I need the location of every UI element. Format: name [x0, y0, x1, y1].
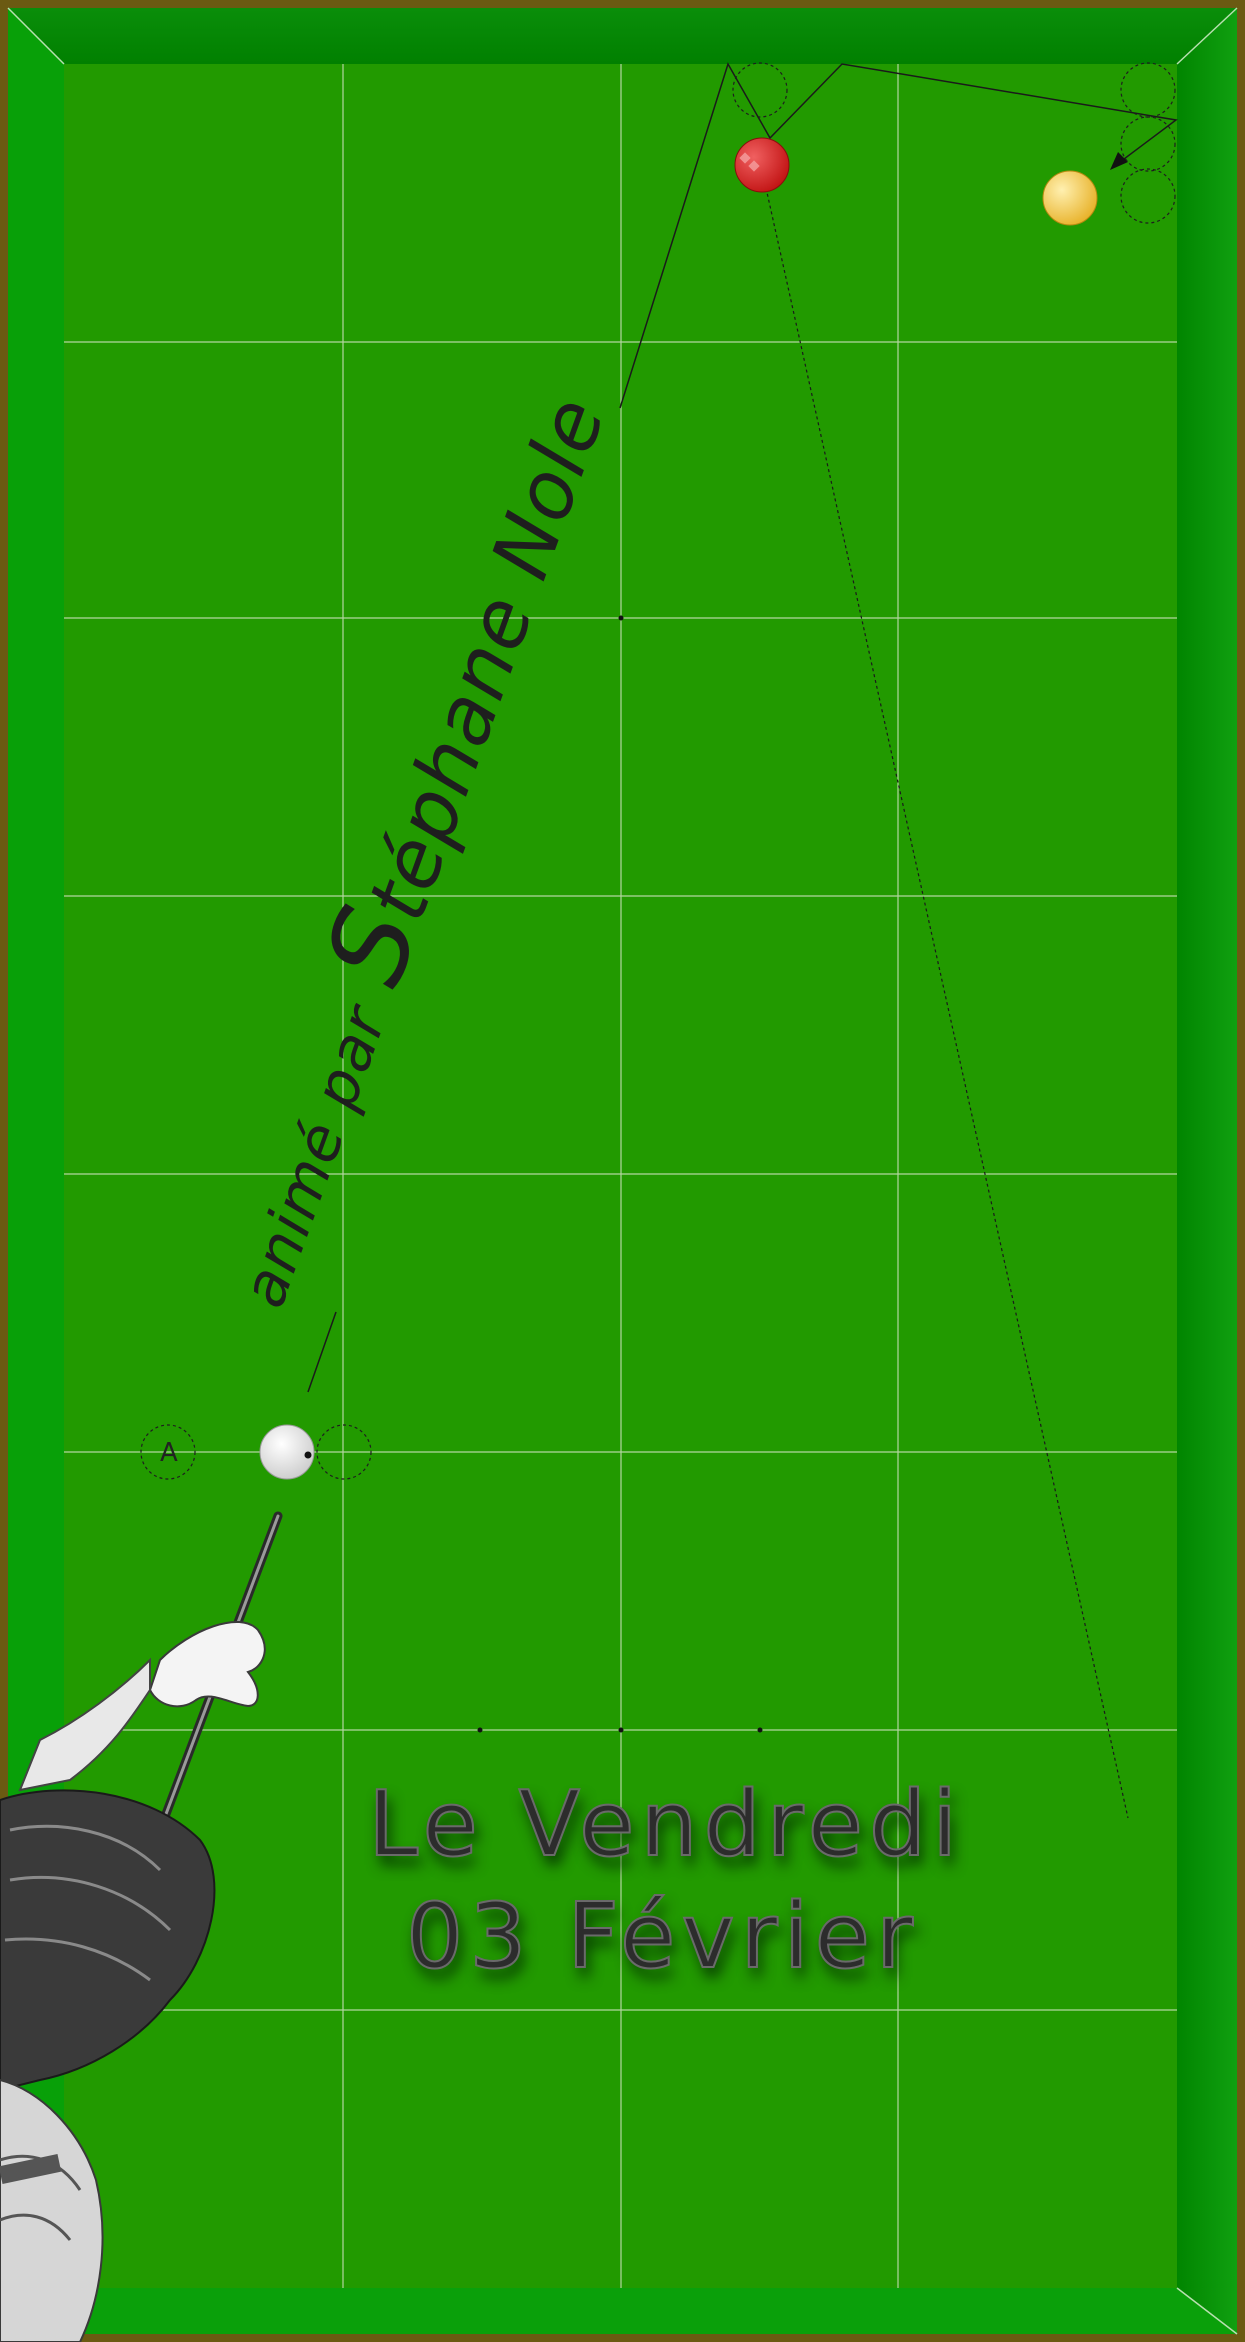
red-ball — [735, 138, 789, 192]
date-weekday: Le Vendredi — [368, 1772, 963, 1877]
rail-right — [1177, 8, 1237, 2334]
date-day-month: 03 Février — [406, 1884, 919, 1989]
rail-top — [8, 8, 1237, 64]
rail-bottom — [8, 2288, 1237, 2334]
cue-ball — [260, 1425, 314, 1479]
cue-tip-contact — [305, 1452, 312, 1459]
yellow-ball — [1043, 171, 1097, 225]
position-marker-label: A — [160, 1438, 178, 1468]
